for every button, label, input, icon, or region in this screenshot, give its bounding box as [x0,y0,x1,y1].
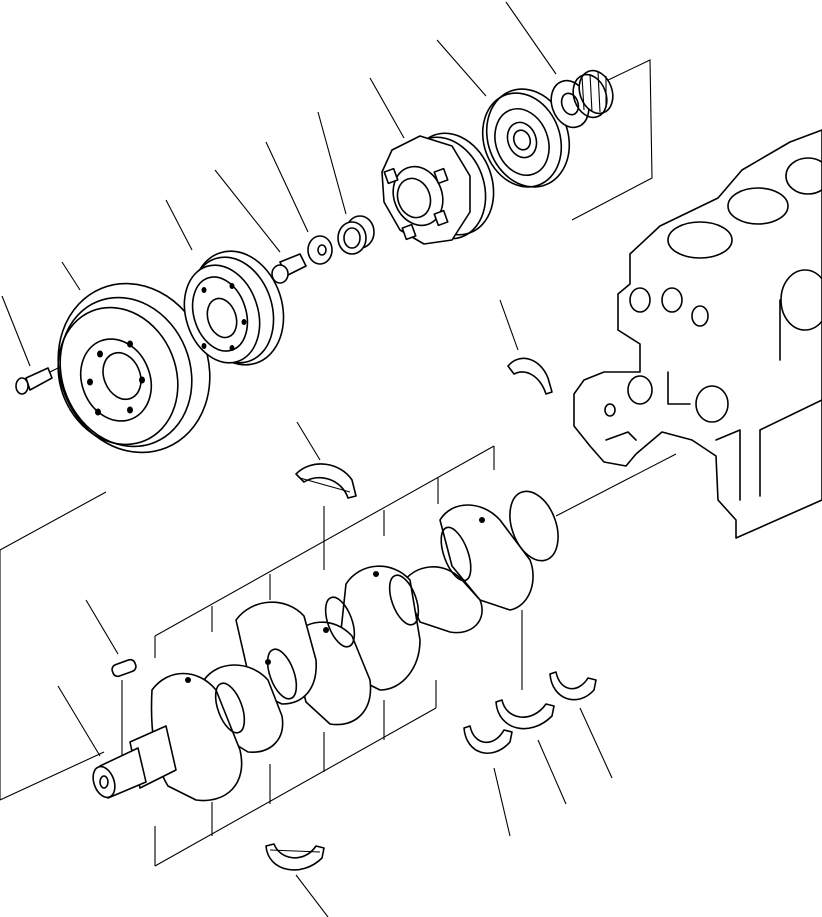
spacer-collar [337,215,375,255]
assembly-guide-lines [0,59,677,867]
washer [307,235,333,265]
lower-thrust-bearings [463,671,597,754]
crankshaft [92,490,559,802]
main-bearing-shell-lower [265,843,325,871]
cylinder-block [573,129,822,539]
upper-thrust-bearing [507,357,553,395]
needle-bearing [572,69,614,119]
coupling-hub [381,132,495,245]
center-bolt [271,253,307,284]
crankshaft-pulley [57,282,211,454]
crankshaft-pulley-bolt [15,367,53,395]
crankshaft-key [111,658,137,678]
callout-leaders [1,1,613,917]
vibration-damper [183,250,285,366]
main-bearing-shell-upper [295,463,357,499]
